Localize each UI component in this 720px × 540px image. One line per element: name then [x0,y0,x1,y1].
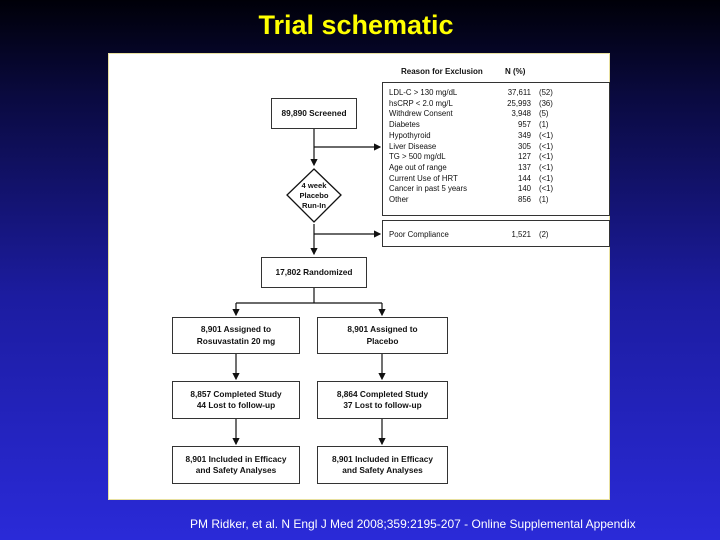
screened-box: 89,890 Screened [271,98,357,129]
exclusion-reason: hsCRP < 2.0 mg/L [389,98,453,108]
exclusion-count: 305 [517,141,531,151]
exclusion-row: hsCRP < 2.0 mg/L 25,993 (36) [383,99,609,110]
exclusion-count: 140 [517,184,531,194]
exclusion-reason: Withdrew Consent [389,109,453,119]
left-arm-included-box: 8,901 Included in Efficacy and Safety An… [172,446,300,484]
exclusion-count: 349 [517,130,531,140]
exclusion-reason: Current Use of HRT [389,173,458,183]
exclusion-count: 3,948 [511,109,531,119]
exclusion-percent: (<1) [539,173,554,183]
exclusion-row: TG > 500 mg/dL 127 (<1) [383,152,609,163]
exclusion-percent: (1) [539,195,549,204]
trial-flow-diagram: 89,890 Screened 4 week Placebo Run-In 17… [108,53,610,500]
poor-compliance-box: Poor Compliance 1,521 (2) [382,220,610,247]
exclusion-percent: (<1) [539,184,554,194]
left-arm-completed-box: 8,857 Completed Study 44 Lost to follow-… [172,381,300,419]
exclusion-reason: Age out of range [389,162,447,172]
right-arm-completed-box: 8,864 Completed Study 37 Lost to follow-… [317,381,448,419]
exclusion-count: 144 [517,173,531,183]
exclusion-row: Withdrew Consent 3,948 (5) [383,109,609,120]
exclusion-count: 137 [517,162,531,172]
citation-footer: PM Ridker, et al. N Engl J Med 2008;359:… [190,517,636,531]
exclusion-percent: (1) [539,120,549,130]
exclusion-percent: (<1) [539,130,554,140]
exclusion-row: Diabetes 957 (1) [383,120,609,131]
exclusion-percent: (36) [539,98,553,108]
screened-label: 89,890 Screened [281,107,347,118]
exclusion-percent: (<1) [539,141,554,151]
exclusion-row: Liver Disease 305 (<1) [383,142,609,153]
runin-label: 4 week Placebo Run-In [299,181,329,210]
randomized-label: 17,802 Randomized [275,266,353,277]
runin-diamond [286,168,342,223]
exclusion-count: 37,611 [507,88,531,97]
connector-lines [232,129,386,446]
exclusion-percent: (<1) [539,152,554,162]
exclusion-row: Hypothyroid 349 (<1) [383,131,609,142]
exclusion-header-n: N (%) [505,67,526,76]
exclusion-reason: Other [389,195,409,204]
exclusion-percent: (<1) [539,162,554,172]
exclusion-count: 127 [517,152,531,162]
randomized-box: 17,802 Randomized [261,257,367,288]
exclusion-reasons-box: LDL-C > 130 mg/dL 37,611 (52) hsCRP < 2.0 m… [382,82,610,216]
exclusion-reason: Liver Disease [389,141,437,151]
exclusion-reason: Hypothyroid [389,130,431,140]
exclusion-reason: Diabetes [389,120,420,130]
exclusion-row: LDL-C > 130 mg/dL 37,611 (52) [383,88,609,99]
exclusion-row: Current Use of HRT 144 (<1) [383,174,609,185]
exclusion-count: 957 [517,120,531,130]
exclusion-row: Other 856 (1) [383,195,609,206]
exclusion-header-reason: Reason for Exclusion [401,67,483,76]
left-arm-assigned-box: 8,901 Assigned to Rosuvastatin 20 mg [172,317,300,354]
exclusion-row: Cancer in past 5 years 140 (<1) [383,184,609,195]
right-arm-assigned-box: 8,901 Assigned to Placebo [317,317,448,354]
exclusion-count: 25,993 [507,98,531,108]
right-arm-included-box: 8,901 Included in Efficacy and Safety An… [317,446,448,484]
exclusion-row: Age out of range 137 (<1) [383,163,609,174]
exclusion-percent: (5) [539,109,549,119]
exclusion-percent: (52) [539,88,553,97]
exclusion-reason: TG > 500 mg/dL [389,152,446,162]
exclusion-reason: LDL-C > 130 mg/dL [389,88,458,97]
poor-compliance-row: Poor Compliance 1,521 (2) [389,230,549,239]
exclusion-reason: Cancer in past 5 years [389,184,468,194]
slide-title: Trial schematic [258,10,454,40]
exclusion-count: 856 [517,195,531,204]
